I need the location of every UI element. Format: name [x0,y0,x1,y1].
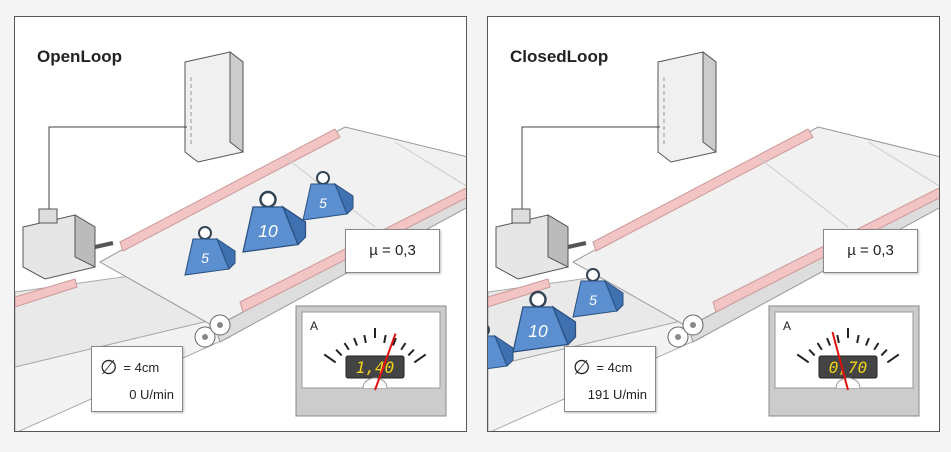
lower-rail [15,278,78,308]
cable [48,126,187,209]
speed-value: 191 U/min [587,387,647,402]
weight-label: 5 [201,250,209,266]
ammeter: A 0,70 [768,305,920,417]
closed-loop-panel: 10 5 A 0,70 ClosedLoop µ = 0,3 ∅ = 4cm 191… [487,16,940,432]
meter-tick [836,334,840,344]
panel-title: OpenLoop [37,47,122,66]
weight [488,325,514,370]
meter-tick [383,334,387,344]
meter-tick [413,353,427,364]
weight: 10 [242,190,307,253]
cable [521,126,660,209]
meter-scale [323,328,427,364]
meter-tick [353,337,358,346]
back-rail [119,128,341,252]
friction-label: µ = 0,3 [345,229,440,273]
meter-tick [826,337,831,346]
panel-title: ClosedLoop [510,47,609,66]
weight-label: 10 [528,321,548,341]
weight: 5 [572,268,624,318]
meter-tick [392,337,397,346]
weight-label: 5 [319,195,327,211]
meter-tick [796,353,810,364]
meter-tick [808,349,816,357]
meter-tick [886,353,900,364]
meter-unit: A [783,319,791,333]
diameter-icon: ∅ [573,357,591,379]
meter-tick [407,349,415,357]
meter-needle [374,333,397,391]
diameter-speed-label: ∅ = 4cm 0 U/min [91,346,183,412]
weight-label: 10 [258,221,278,241]
meter-tick [865,337,870,346]
meter-tick [335,349,343,357]
meter-scale [796,328,900,364]
meter-display-value: 1,40 [356,358,395,377]
diameter-icon: ∅ [100,357,118,379]
meter-tick [856,334,860,344]
controller-unit [184,50,244,163]
ammeter: A 1,40 [295,305,447,417]
weight: 5 [302,171,354,221]
lower-rail [488,278,551,308]
diameter-speed-label: ∅ = 4cm 191 U/min [564,346,656,412]
meter-tick [880,349,888,357]
meter-tick [363,334,367,344]
back-rail [592,128,814,252]
conveyor-illustration: 10 5 A 0,70 [488,50,939,431]
meter-needle [831,331,849,391]
meter-tick [816,342,823,351]
controller-unit [657,50,717,163]
meter-tick [873,342,880,351]
meter-unit: A [310,319,318,333]
motor [495,208,587,280]
conveyor-illustration: 5 10 5 A 1,40 [15,50,466,431]
meter-tick [323,353,337,364]
weight-label: 5 [589,292,597,308]
speed-value: 0 U/min [129,387,174,402]
meter-tick [343,342,350,351]
diameter-value: = 4cm [123,360,160,375]
weight: 5 [184,226,236,276]
meter-tick [400,342,407,351]
meter-display-value: 0,70 [829,358,868,377]
weight: 10 [512,290,577,353]
friction-label: µ = 0,3 [823,229,918,273]
diameter-value: = 4cm [596,360,633,375]
open-loop-panel: 5 10 5 A 1,40 OpenLoop µ = 0,3 ∅ = 4cm 0 U/… [14,16,467,432]
motor [22,208,114,280]
